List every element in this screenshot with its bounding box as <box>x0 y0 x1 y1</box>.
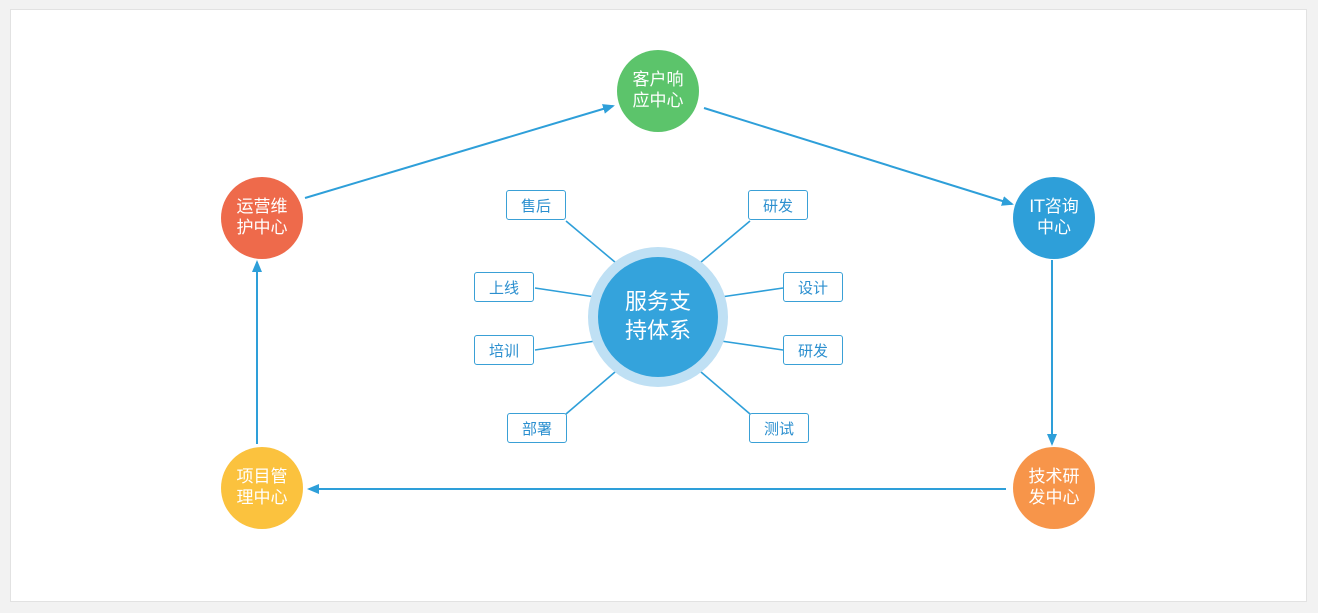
arrow-ops-to-customer <box>304 104 615 199</box>
tag-training: 培训 <box>474 335 534 365</box>
tag-go-live: 上线 <box>474 272 534 302</box>
spoke-line <box>565 365 623 415</box>
tag-development: 研发 <box>783 335 843 365</box>
spoke-line <box>534 339 603 351</box>
tag-after-sales: 售后 <box>506 190 566 220</box>
tag-research: 研发 <box>748 190 808 220</box>
node-tech-rnd-center: 技术研发中心 <box>1013 447 1095 529</box>
node-operations-maintenance-center: 运营维护中心 <box>221 177 303 259</box>
spoke-line <box>713 287 784 299</box>
hub-service-support-system: 服务支持体系 <box>598 257 718 377</box>
tag-deployment: 部署 <box>507 413 567 443</box>
spoke-line <box>693 220 751 269</box>
node-customer-response-center: 客户响应中心 <box>617 50 699 132</box>
node-it-consulting-center: IT咨询中心 <box>1013 177 1095 259</box>
node-project-management-center: 项目管理中心 <box>221 447 303 529</box>
tag-design: 设计 <box>783 272 843 302</box>
spoke-line <box>713 339 784 351</box>
arrow-customer-to-it <box>703 107 1014 206</box>
spoke-line <box>565 220 623 269</box>
spoke-line <box>693 365 751 415</box>
tag-testing: 测试 <box>749 413 809 443</box>
